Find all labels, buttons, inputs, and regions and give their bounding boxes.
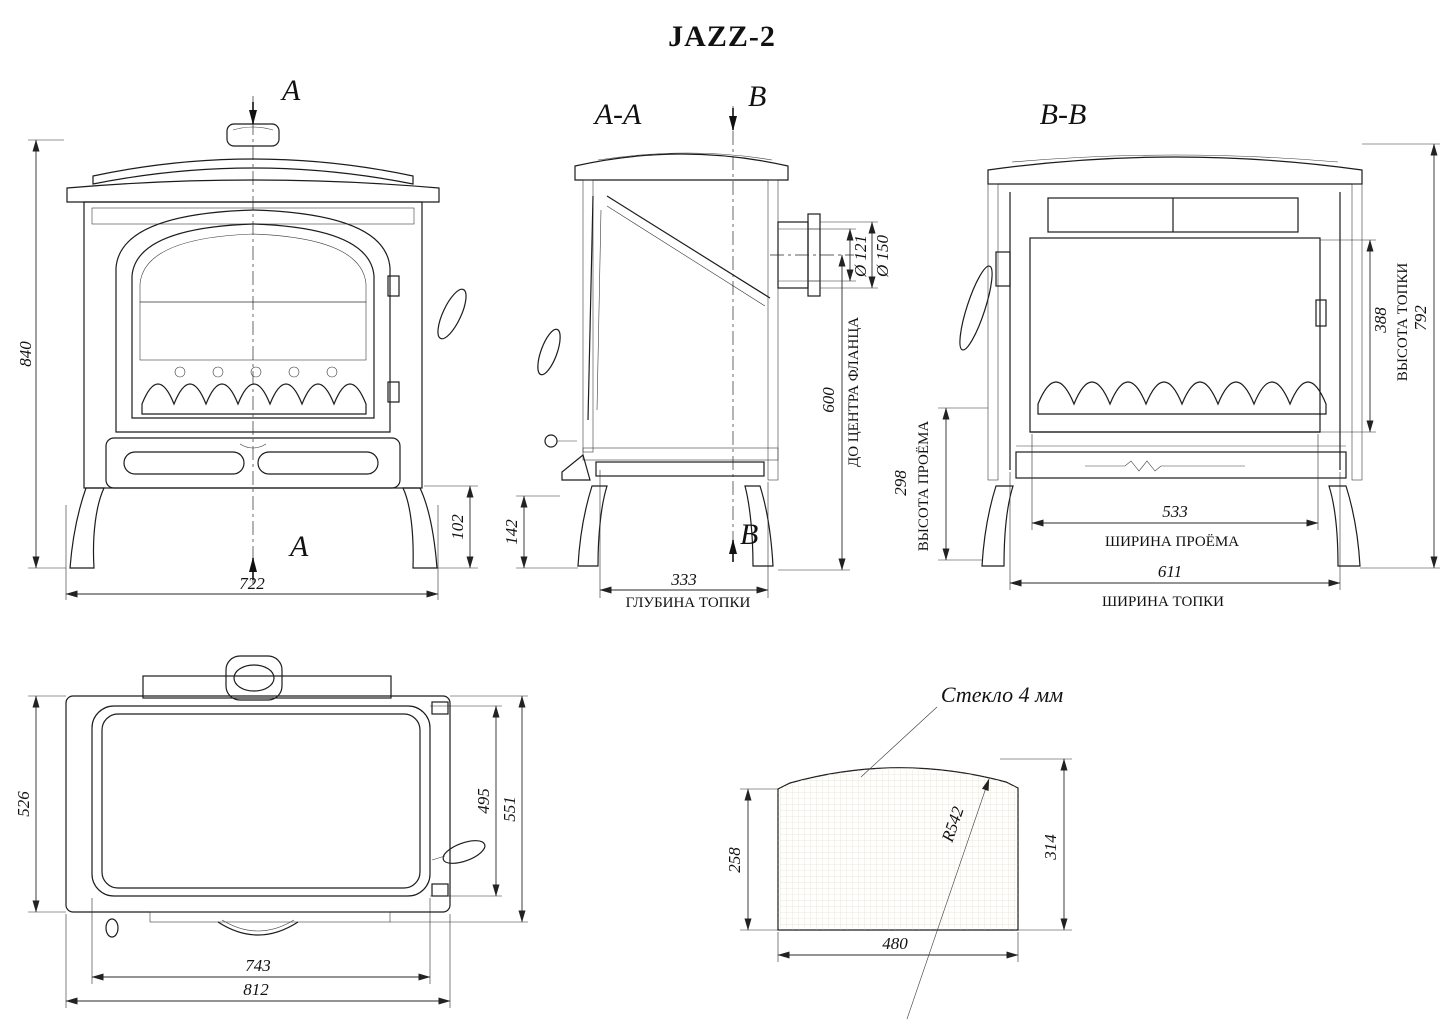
section-mark-a-bottom: A bbox=[288, 530, 309, 563]
opening-width-label: ШИРИНА ПРОЁМА bbox=[1105, 533, 1239, 550]
dim-495: 495 bbox=[474, 788, 493, 814]
rear-shield bbox=[142, 675, 392, 699]
front-leg-left bbox=[69, 487, 105, 569]
section-mark-a-top: A bbox=[280, 74, 301, 107]
mantel-shelf bbox=[66, 179, 440, 203]
firebox-depth-label: ГЛУБИНА ТОПКИ bbox=[626, 595, 751, 611]
door-handle bbox=[437, 288, 467, 340]
section-mark-b-top: B bbox=[748, 80, 766, 113]
door-frame bbox=[115, 209, 391, 433]
drawing-title: JAZZ-2 bbox=[668, 20, 776, 53]
ash-drawer bbox=[105, 437, 401, 489]
opening-height-label: ВЫСОТА ПРОЁМА bbox=[915, 421, 932, 552]
bb-top-plate bbox=[987, 156, 1363, 185]
top-handle bbox=[442, 840, 486, 864]
dim-388: 388 bbox=[1371, 307, 1390, 334]
front-handle bbox=[217, 921, 299, 936]
section-bb-view: B-B 298 ВЫСОТА ПРОЁМА bbox=[891, 98, 1440, 610]
section-aa-label: A-A bbox=[593, 98, 642, 131]
dim-526: 526 bbox=[14, 791, 33, 817]
front-leg-right bbox=[402, 487, 438, 569]
dim-600: 600 bbox=[819, 387, 838, 413]
dim-102: 102 bbox=[448, 514, 467, 540]
dim-551: 551 bbox=[500, 796, 519, 822]
dim-142: 142 bbox=[502, 519, 521, 545]
dim-812: 812 bbox=[243, 980, 269, 999]
dim-flue-outer: Ø 150 bbox=[873, 234, 892, 278]
slot-grid bbox=[101, 713, 421, 889]
dim-480: 480 bbox=[882, 934, 908, 953]
dim-333: 333 bbox=[670, 570, 697, 589]
aa-top-plate bbox=[574, 153, 789, 181]
aa-handle bbox=[537, 328, 561, 376]
callout-leader bbox=[860, 706, 938, 778]
aa-baffle bbox=[606, 195, 771, 299]
dim-314: 314 bbox=[1041, 834, 1060, 861]
dim-flue-inner: Ø 121 bbox=[851, 235, 870, 278]
section-mark-b-bottom: B bbox=[740, 518, 758, 551]
glass-callout: Стекло 4 мм bbox=[941, 682, 1063, 707]
radius-line bbox=[906, 778, 990, 1020]
aa-ash-knob bbox=[544, 434, 558, 448]
firebox-width-label: ШИРИНА ТОПКИ bbox=[1102, 594, 1224, 610]
dim-840: 840 bbox=[16, 341, 35, 367]
dim-258: 258 bbox=[725, 847, 744, 873]
flame-fence bbox=[141, 383, 367, 415]
dim-611: 611 bbox=[1158, 562, 1182, 581]
flange-center-label: ДО ЦЕНТРА ФЛАНЦА bbox=[846, 317, 862, 467]
top-pediment bbox=[92, 158, 414, 185]
dim-533: 533 bbox=[1162, 502, 1188, 521]
dim-792: 792 bbox=[1411, 305, 1430, 331]
bb-flame-fence bbox=[1037, 381, 1327, 415]
front-view: A A 840 722 102 bbox=[16, 74, 478, 600]
stove-body bbox=[83, 201, 423, 489]
top-plate-inner bbox=[91, 705, 431, 897]
firebox-height-label: ВЫСОТА ТОПКИ bbox=[1395, 263, 1411, 382]
door-hinge-bottom bbox=[387, 381, 400, 403]
top-view: 526 495 551 743 812 bbox=[14, 655, 528, 1008]
chimney-pipe bbox=[225, 655, 283, 701]
door-hinge-top bbox=[387, 275, 400, 297]
dim-298: 298 bbox=[891, 470, 910, 496]
section-aa-view: A-A B B bbox=[502, 80, 892, 611]
bb-poker-tool bbox=[1085, 460, 1245, 472]
section-bb-label: B-B bbox=[1040, 98, 1087, 131]
dim-743: 743 bbox=[245, 956, 271, 975]
bb-ash-zone bbox=[1015, 451, 1347, 479]
glass-detail: Стекло 4 мм R542 258 314 480 bbox=[725, 682, 1072, 1020]
top-plate-outer bbox=[65, 695, 451, 913]
aa-ash-pan bbox=[595, 461, 765, 477]
dim-722: 722 bbox=[239, 574, 265, 593]
left-knob bbox=[105, 918, 119, 938]
bb-handle-lever bbox=[959, 265, 993, 351]
